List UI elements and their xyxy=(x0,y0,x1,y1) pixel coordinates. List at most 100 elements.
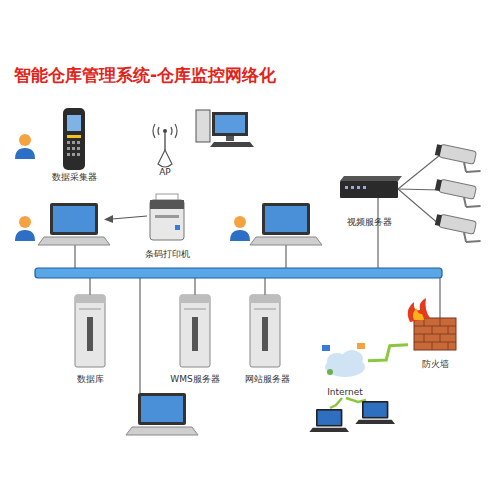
firewall-icon-part xyxy=(414,318,456,350)
network-bus-part xyxy=(74,245,75,270)
device-label: 条码打印机 xyxy=(138,249,196,260)
printer-arrow xyxy=(104,215,147,223)
handheld-scanner-part xyxy=(77,141,80,144)
server-tower-part xyxy=(180,295,210,367)
network-bus-part xyxy=(285,245,286,270)
camera-icon-part xyxy=(435,144,442,156)
handheld-scanner-part xyxy=(67,141,70,144)
laptop-part xyxy=(316,409,342,427)
server-tower-part xyxy=(184,309,206,310)
person-icon xyxy=(230,216,250,241)
handheld-scanner-part xyxy=(77,153,80,156)
internet-cloud xyxy=(322,343,365,377)
person-icon-part xyxy=(15,230,35,241)
laptop-part xyxy=(141,396,183,422)
lightning-branch xyxy=(330,398,366,408)
person-icon-part xyxy=(19,216,31,228)
camera-icon-part xyxy=(462,232,468,242)
laptop-part xyxy=(126,427,198,435)
printer-node: 条码打印机 xyxy=(138,192,196,260)
network-bus-part xyxy=(139,278,140,393)
network-bus-part xyxy=(264,278,265,295)
scanner-node: 数据采集器 xyxy=(44,105,104,183)
video-server-box-part xyxy=(340,176,402,181)
handheld-scanner-part xyxy=(72,153,75,156)
laptop-part xyxy=(362,401,388,419)
network-bus-part xyxy=(439,278,440,318)
device-label: Internet xyxy=(322,387,368,398)
video-server-box-part xyxy=(345,186,348,189)
network-bus-part xyxy=(89,278,90,295)
server-node: WMS服务器 xyxy=(164,292,226,385)
camera-icon-part xyxy=(439,144,477,164)
access-point-part xyxy=(164,133,165,150)
person-icon xyxy=(15,134,35,159)
camera-icon xyxy=(433,143,485,174)
handheld-scanner-part xyxy=(67,135,81,138)
server-tower-part xyxy=(192,317,198,351)
lightning-link xyxy=(368,345,408,361)
handheld-scanner-part xyxy=(77,147,80,150)
laptop-part xyxy=(38,237,110,245)
laptop-part xyxy=(355,420,395,424)
laptop-part xyxy=(50,203,98,235)
person-icon-part xyxy=(230,230,250,241)
laptop xyxy=(38,203,110,245)
device-label: 网站服务器 xyxy=(236,374,298,385)
handheld-scanner-part xyxy=(63,108,85,170)
video-server-box-part xyxy=(357,186,360,189)
internet-cloud-part xyxy=(327,369,333,375)
server-tower-part xyxy=(250,295,280,303)
camera-icon-part xyxy=(439,179,477,199)
handheld-scanner-part xyxy=(67,115,81,131)
barcode-printer-part xyxy=(155,215,179,218)
server-tower-part xyxy=(254,309,276,310)
camera-icon-part xyxy=(435,179,442,191)
video-server-box-part xyxy=(363,186,366,189)
camera-icon-part xyxy=(466,238,481,245)
internet-node: Internet xyxy=(322,342,368,398)
server-tower xyxy=(250,295,280,367)
database-node: 数据库 xyxy=(62,292,118,385)
device-label: 视频服务器 xyxy=(334,217,404,228)
server-tower-part xyxy=(262,317,268,351)
video-server-box-part xyxy=(340,181,398,198)
internet-cloud-part xyxy=(357,343,365,349)
access-point-part xyxy=(158,150,172,167)
barcode-printer-part xyxy=(150,200,184,240)
access-point-part xyxy=(163,129,167,133)
laptop xyxy=(309,409,349,432)
video-server-node: 视频服务器 xyxy=(334,174,404,228)
desktop-computer-part xyxy=(210,142,254,147)
handheld-scanner-part xyxy=(67,147,70,150)
camera-wire-part xyxy=(398,155,440,189)
desktop-computer-part xyxy=(212,112,248,136)
handheld-scanner-part xyxy=(67,153,70,156)
laptop-part xyxy=(250,237,322,245)
server-tower-part xyxy=(87,317,93,351)
camera-icon xyxy=(433,178,485,209)
video-server-box-part xyxy=(351,186,354,189)
desktop-computer-part xyxy=(226,136,234,141)
camera-icon-part xyxy=(435,214,442,226)
camera-icon-part xyxy=(462,162,468,172)
device-label: WMS服务器 xyxy=(164,374,226,385)
server-tower-part xyxy=(75,295,105,367)
printer-arrow-part xyxy=(112,216,147,219)
laptop-part xyxy=(364,403,387,417)
person-icon-part xyxy=(234,216,246,228)
diagram-title: 智能仓库管理系统-仓库监控网络化 xyxy=(14,64,276,87)
server-tower xyxy=(180,295,210,367)
camera-icon-part xyxy=(439,214,477,234)
person-icon-part xyxy=(19,134,31,146)
printer-arrow-part xyxy=(104,215,113,223)
firewall-icon-part xyxy=(408,298,430,322)
internet-cloud-part xyxy=(322,345,330,351)
server-tower xyxy=(75,295,105,367)
laptop xyxy=(250,203,322,245)
lightning-branch-part xyxy=(330,398,342,408)
firewall-icon-part xyxy=(413,308,424,320)
laptop xyxy=(355,401,395,424)
network-bus xyxy=(35,198,442,393)
desktop-computer xyxy=(196,110,254,147)
